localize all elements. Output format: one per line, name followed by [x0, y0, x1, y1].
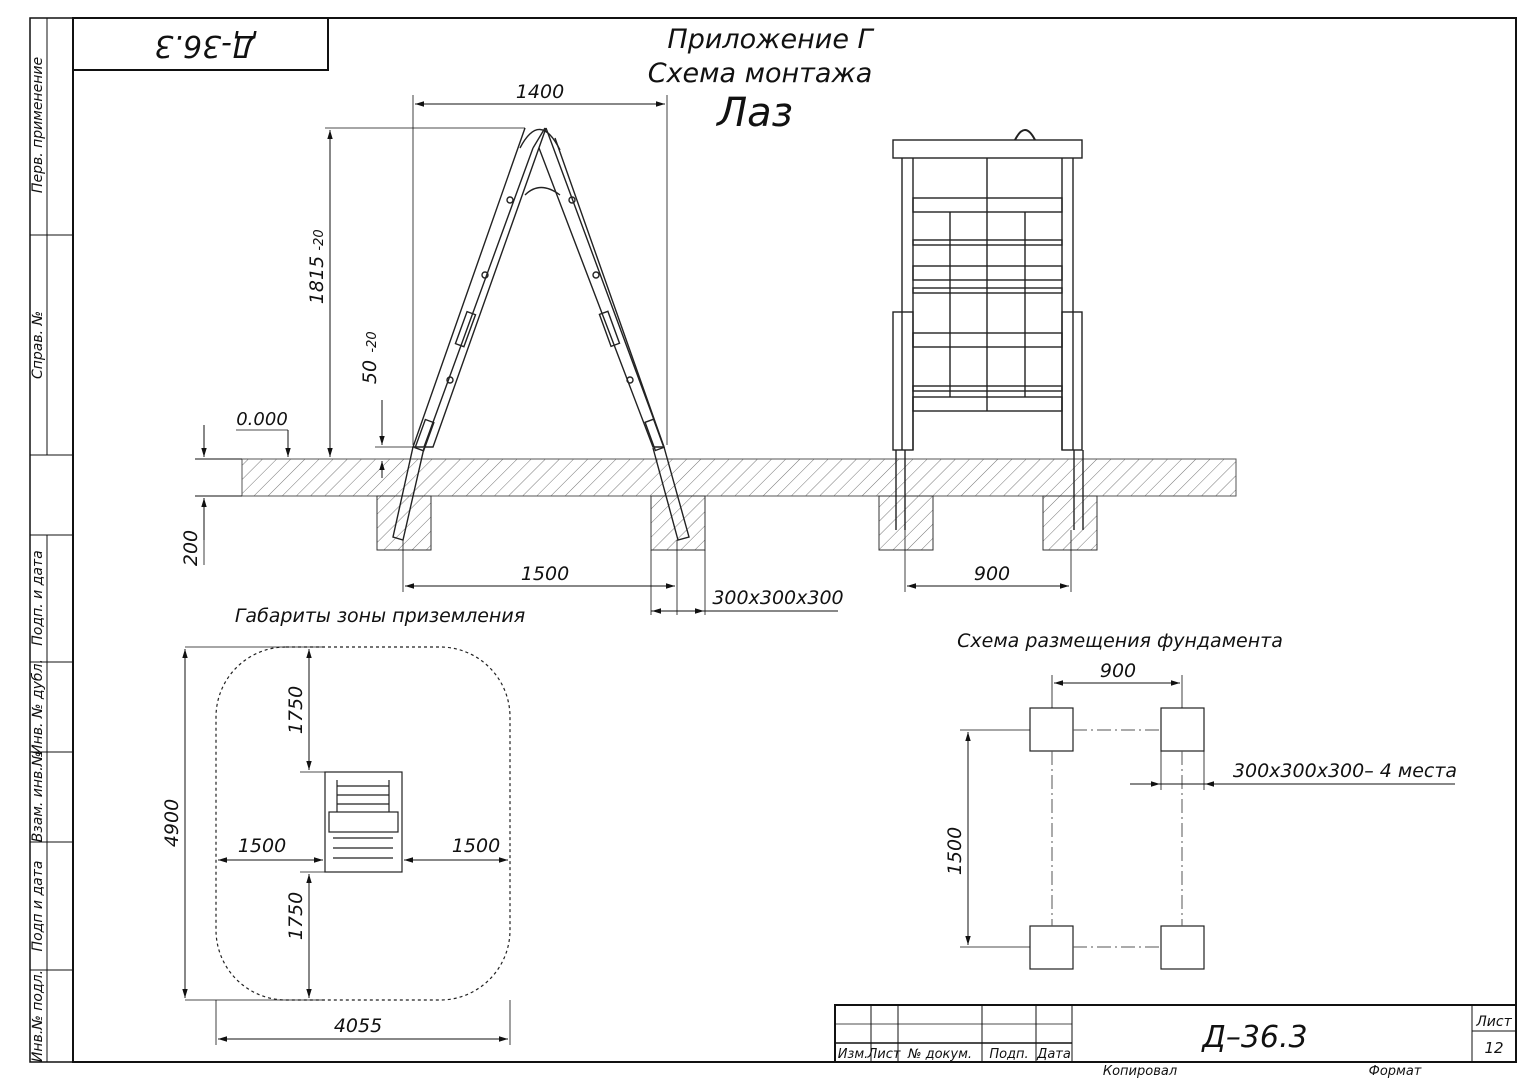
tb-sheet-no: 12	[1484, 1039, 1503, 1057]
foundation-title: Схема размещения фундамента	[957, 630, 1283, 652]
title-block: Изм. Лист № докум. Подп. Дата Д–36.3 Лис…	[834, 1004, 1517, 1079]
zone-dim-width: 4055	[334, 1015, 382, 1037]
dim-front-span: 900	[974, 563, 1010, 585]
title-product: Лаз	[715, 90, 793, 136]
side-label-first-use: Перв. применение	[30, 57, 46, 193]
top-stamp: Д-36.3	[73, 18, 329, 71]
dim-height: 1815	[306, 256, 328, 304]
dim-ground: 200	[180, 530, 202, 566]
inner-frame	[72, 17, 1517, 1063]
side-label-sign-date-1: Подп. и дата	[30, 550, 46, 645]
zone-dim-bottom: 1750	[285, 892, 307, 940]
side-label-dup-inv: Инв. № дубл.	[30, 659, 46, 755]
side-view-dimensions: 1400 1815 -20 50 -20 0.000 200 1500 300x…	[180, 81, 844, 615]
drawing-title: Приложение Г Схема монтажа Лаз	[648, 24, 875, 136]
tb-col-sign: Подп.	[989, 1047, 1028, 1062]
foundation-dim-y: 1500	[944, 827, 966, 875]
side-label-ref-no: Справ. №	[30, 311, 46, 379]
tb-col-doc-no: № докум.	[907, 1047, 972, 1062]
side-label-orig-inv: Инв.№ подл.	[30, 970, 46, 1062]
dim-footing: 300x300x300	[712, 587, 843, 609]
side-strip: Перв. применение Справ. № Подп. и дата И…	[30, 18, 73, 1062]
tb-copied: Копировал	[1103, 1064, 1177, 1079]
stamp-designation: Д-36.3	[154, 28, 257, 63]
foundation-note: 300x300x300– 4 места	[1233, 760, 1457, 782]
landing-zone: Габариты зоны приземления 4900 1750 1750…	[161, 605, 525, 1045]
tb-col-change: Изм.	[838, 1047, 869, 1062]
tb-format: Формат	[1369, 1064, 1422, 1079]
dim-height-tol: -20	[312, 229, 327, 250]
level-mark: 0.000	[236, 409, 288, 430]
zone-equipment-plan	[324, 771, 403, 873]
foundation-layout: Схема размещения фундамента 900 1500 300…	[944, 630, 1457, 970]
side-label-sign-date-2: Подп и дата	[30, 861, 46, 952]
tb-designation: Д–36.3	[1200, 1020, 1307, 1055]
title-scheme: Схема монтажа	[648, 58, 873, 89]
front-view-dimensions: 900	[904, 530, 1072, 592]
zone-dim-right: 1500	[452, 835, 500, 857]
zone-dim-left: 1500	[238, 835, 286, 857]
dim-depth-tol: -20	[365, 331, 380, 352]
foundation-dim-x: 900	[1100, 660, 1136, 682]
footings-side	[376, 495, 1098, 551]
side-label-replace-inv: Взам. инв.№	[30, 752, 46, 843]
zone-dim-top: 1750	[285, 686, 307, 734]
ground-section	[195, 458, 1237, 497]
title-appendix: Приложение Г	[667, 24, 874, 55]
dim-base-span: 1500	[521, 563, 569, 585]
zone-title: Габариты зоны приземления	[235, 605, 525, 627]
outer-frame	[29, 17, 1517, 1063]
tb-col-sheet: Лист	[867, 1047, 901, 1062]
dim-width-top: 1400	[516, 81, 564, 103]
zone-dim-height: 4900	[161, 799, 183, 847]
tb-sheet-label: Лист	[1475, 1014, 1512, 1030]
tb-col-date: Дата	[1036, 1047, 1071, 1062]
dim-depth: 50	[359, 360, 381, 384]
a-frame-side-view	[392, 127, 690, 541]
frame-front-view	[892, 129, 1084, 530]
